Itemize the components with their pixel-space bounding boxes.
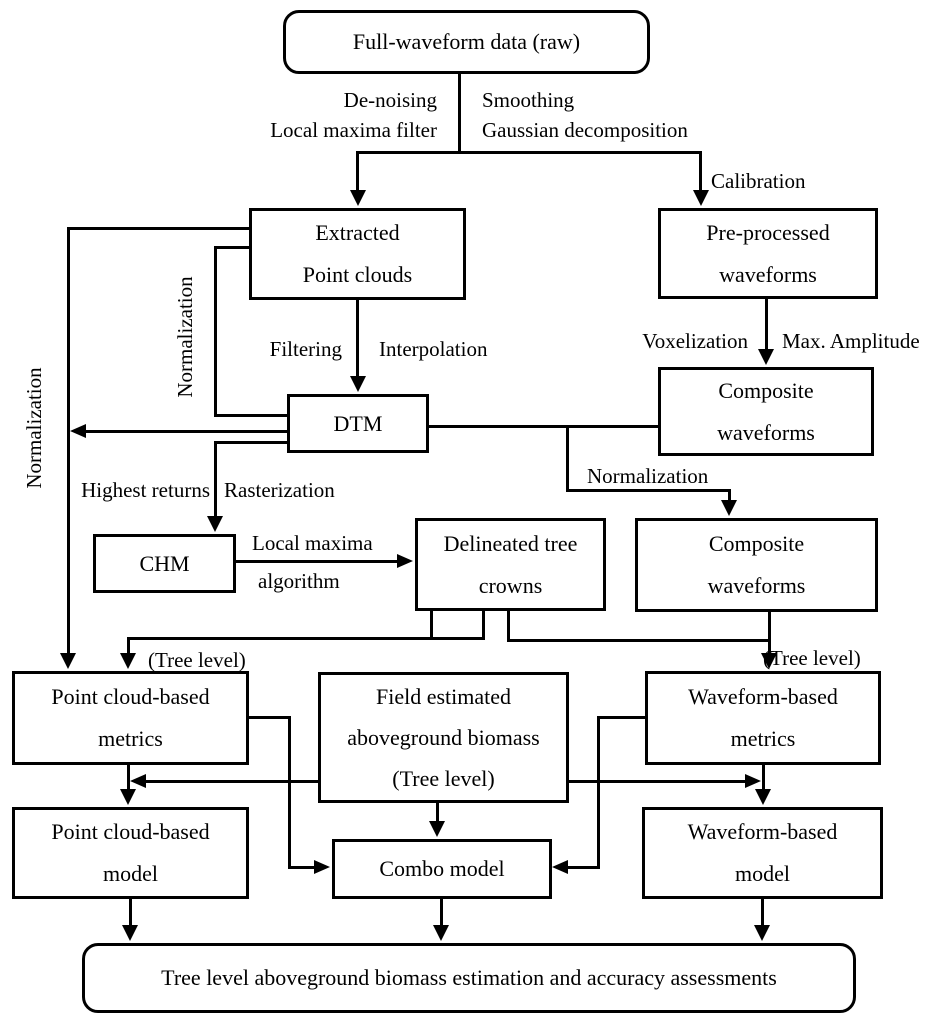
connector-pcmetrics-combo-v — [288, 716, 291, 869]
connector-preprocessed-composite1 — [765, 298, 768, 351]
arrowhead-pcmodel-to-final — [122, 925, 138, 941]
arrowhead-combo-to-final — [433, 925, 449, 941]
node-dtm: DTM — [287, 394, 429, 453]
edge-label-denoising: De-noising Local maxima filter — [270, 88, 437, 142]
connector-delineated-stub1 — [430, 610, 433, 639]
edge-label-algorithm: algorithm — [258, 569, 340, 593]
connector-dtm-composite1 — [428, 425, 659, 428]
arrowhead-to-combo — [429, 821, 445, 837]
node-waveform-model: Waveform-based model — [642, 807, 883, 899]
connector-wfmetrics-combo-h1 — [597, 716, 647, 719]
connector-pcmodel-final — [129, 898, 132, 927]
arrowhead-wfmodel-to-final — [754, 925, 770, 941]
connector-chm-delineated — [236, 560, 398, 563]
edge-label-highest-returns: Highest returns — [81, 478, 210, 502]
connector-delineated-stub2 — [482, 610, 485, 639]
connector-field-combo — [436, 802, 439, 823]
arrowhead-outer-norm-to-pcmetrics — [60, 653, 76, 669]
edge-label-normalization-inner: Normalization — [173, 276, 197, 398]
arrowhead-to-chm — [207, 516, 223, 532]
edge-label-local-maxima: Local maxima — [252, 531, 373, 555]
arrowhead-to-extracted — [350, 190, 366, 206]
node-delineated-tree-crowns: Delineated tree crowns — [415, 518, 606, 611]
arrowhead-to-composite2 — [721, 500, 737, 516]
connector-to-extracted — [356, 151, 359, 195]
connector-norm-drop-h — [566, 489, 731, 492]
edge-label-calibration: Calibration — [711, 169, 806, 193]
edge-label-rasterization: Rasterization — [224, 478, 335, 502]
connector-inner-norm-h — [214, 246, 252, 249]
node-full-waveform-data: Full-waveform data (raw) — [283, 10, 650, 74]
connector-dtm-chm-v — [214, 441, 217, 518]
node-preprocessed-waveforms: Pre-processed waveforms — [658, 208, 878, 299]
connector-top-split — [356, 151, 702, 154]
edge-label-tree-level-right: (Tree level) — [763, 646, 861, 670]
edge-label-normalization-waveforms: Normalization — [587, 464, 709, 488]
node-composite-waveforms-1: Composite waveforms — [658, 367, 874, 456]
connector-wfmetrics-combo-v — [597, 716, 600, 869]
node-composite-waveforms-2: Composite waveforms — [635, 518, 878, 612]
edge-label-tree-level-left: (Tree level) — [148, 648, 246, 672]
connector-norm-drop-v2 — [728, 489, 731, 502]
connector-wfmetrics-combo-h2 — [567, 866, 599, 869]
node-point-cloud-model: Point cloud-based model — [12, 807, 249, 899]
connector-field-right — [568, 780, 745, 783]
arrowhead-to-wfmodel — [755, 789, 771, 805]
edge-label-interpolation: Interpolation — [379, 337, 488, 361]
arrowhead-to-dtm — [350, 376, 366, 392]
node-combo-model: Combo model — [332, 839, 552, 899]
arrowhead-field-to-right-join — [745, 774, 761, 788]
connector-outer-norm-v — [67, 227, 70, 655]
arrowhead-wfmetrics-to-combo — [552, 860, 568, 874]
edge-label-voxelization: Voxelization — [642, 329, 748, 353]
connector-dtm-outer-norm — [82, 430, 290, 433]
connector-combo-final — [440, 898, 443, 927]
node-chm: CHM — [93, 534, 236, 593]
connector-pcmetrics-pcmodel — [127, 765, 130, 793]
connector-delineated-stub3 — [507, 610, 510, 641]
node-final-assessment: Tree level aboveground biomass estimatio… — [82, 943, 856, 1013]
connector-treelevel-left-h — [127, 637, 485, 640]
connector-composite2-wfmetrics — [768, 610, 771, 655]
node-extracted-point-clouds: Extracted Point clouds — [249, 208, 466, 300]
connector-inner-norm-v — [214, 246, 217, 417]
node-point-cloud-metrics: Point cloud-based metrics — [12, 671, 249, 765]
connector-treelevel-right-h — [507, 639, 771, 642]
arrowhead-to-wfmetrics — [761, 653, 777, 669]
edge-label-filtering: Filtering — [269, 337, 342, 361]
connector-wfmetrics-wfmodel — [762, 765, 765, 793]
connector-dtm-left-top — [214, 414, 290, 417]
connector-outer-norm-top — [67, 227, 251, 230]
connector-top-stem — [458, 72, 461, 153]
connector-norm-drop-v — [566, 425, 569, 491]
arrowhead-to-pcmodel — [120, 789, 136, 805]
node-waveform-metrics: Waveform-based metrics — [645, 671, 881, 765]
arrowhead-to-composite1 — [758, 349, 774, 365]
edge-label-smoothing: Smoothing Gaussian decomposition — [482, 88, 688, 142]
connector-field-left — [144, 780, 319, 783]
arrowhead-dtm-to-outer-norm — [70, 424, 86, 438]
arrowhead-pcmetrics-to-combo — [314, 860, 330, 874]
connector-pcmetrics-combo-h1 — [248, 716, 291, 719]
arrowhead-to-delineated — [397, 554, 413, 568]
connector-pcmetrics-combo-h2 — [288, 866, 316, 869]
arrowhead-field-to-left-join — [130, 774, 146, 788]
connector-extracted-dtm — [356, 299, 359, 378]
node-field-estimated-agb: Field estimated aboveground biomass (Tre… — [318, 672, 569, 803]
connector-treelevel-left-v — [127, 637, 130, 655]
connector-dtm-chm-h — [214, 441, 290, 444]
edge-label-normalization-outer: Normalization — [22, 367, 46, 489]
arrowhead-treelevel-to-pcmetrics — [120, 653, 136, 669]
arrowhead-to-preprocessed — [693, 190, 709, 206]
connector-to-preprocessed — [699, 151, 702, 195]
connector-wfmodel-final — [761, 898, 764, 927]
edge-label-max-amplitude: Max. Amplitude — [782, 329, 920, 353]
